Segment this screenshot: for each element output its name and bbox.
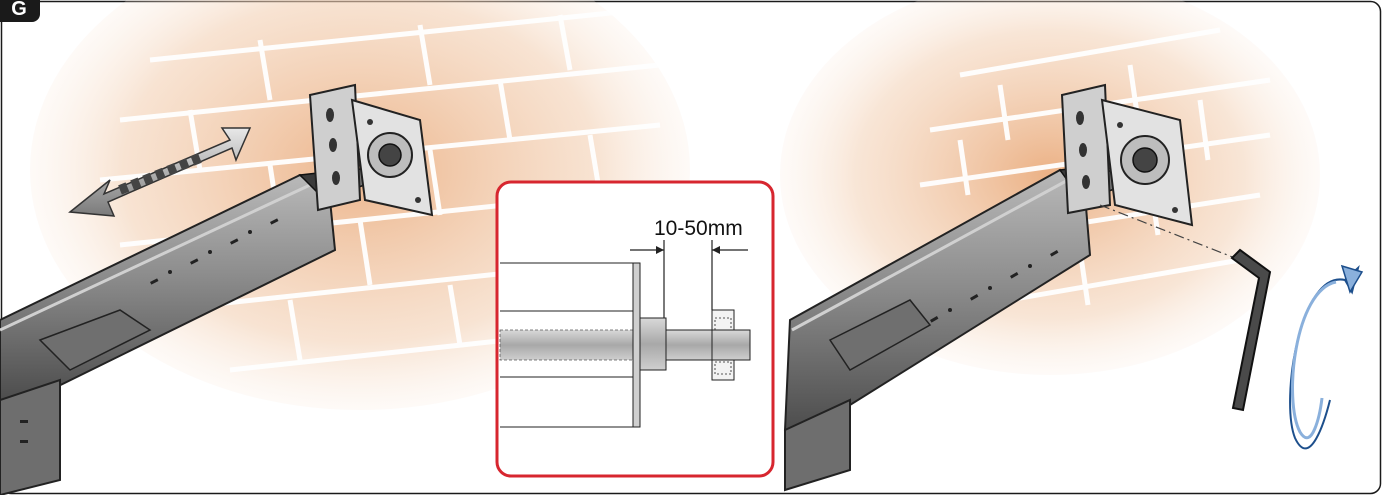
left-wall-bracket: [308, 83, 434, 217]
right-wall-bracket: [1060, 83, 1236, 259]
detail-callout: 10-50mm: [495, 180, 775, 478]
dimension-label: 10-50mm: [654, 217, 743, 240]
step-letter: G: [11, 0, 27, 20]
allen-key-icon: [1230, 248, 1272, 412]
step-badge: G: [0, 0, 40, 22]
double-arrow-icon: [68, 127, 252, 217]
rotate-arrow-icon: [1289, 264, 1364, 450]
